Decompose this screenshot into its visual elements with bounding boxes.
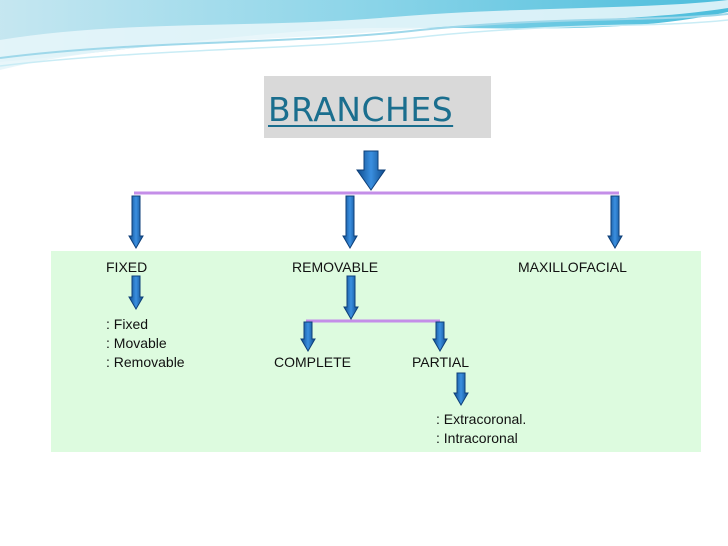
complete-down-arrow <box>300 321 316 352</box>
fixed-types-down-arrow <box>128 275 144 310</box>
fixed-type-item: : Movable <box>106 335 167 351</box>
content-panel <box>51 251 701 452</box>
partial-type-item: : Intracoronal <box>436 430 518 446</box>
branch-fixed-label: FIXED <box>106 259 148 275</box>
header-wave-decoration <box>0 0 728 70</box>
title-down-arrow <box>356 150 386 191</box>
page-title: BRANCHES <box>268 90 454 129</box>
branch-removable-label: REMOVABLE <box>292 259 379 275</box>
title-box <box>264 76 491 138</box>
fixed-down-arrow <box>128 195 144 249</box>
partial-types-down-arrow <box>453 372 469 406</box>
branch-maxillofacial-label: MAXILLOFACIAL <box>518 259 627 275</box>
removable-complete-label: COMPLETE <box>274 354 352 370</box>
fixed-type-item: : Fixed <box>106 316 149 332</box>
removable-partial-label: PARTIAL <box>412 354 470 370</box>
removable-down-arrow <box>342 195 358 249</box>
removable-types-down-arrow <box>343 275 359 320</box>
partial-type-item: : Extracoronal. <box>436 411 527 427</box>
fixed-type-item: : Removable <box>106 354 185 370</box>
partial-down-arrow <box>432 321 448 352</box>
maxillofacial-down-arrow <box>607 195 623 249</box>
